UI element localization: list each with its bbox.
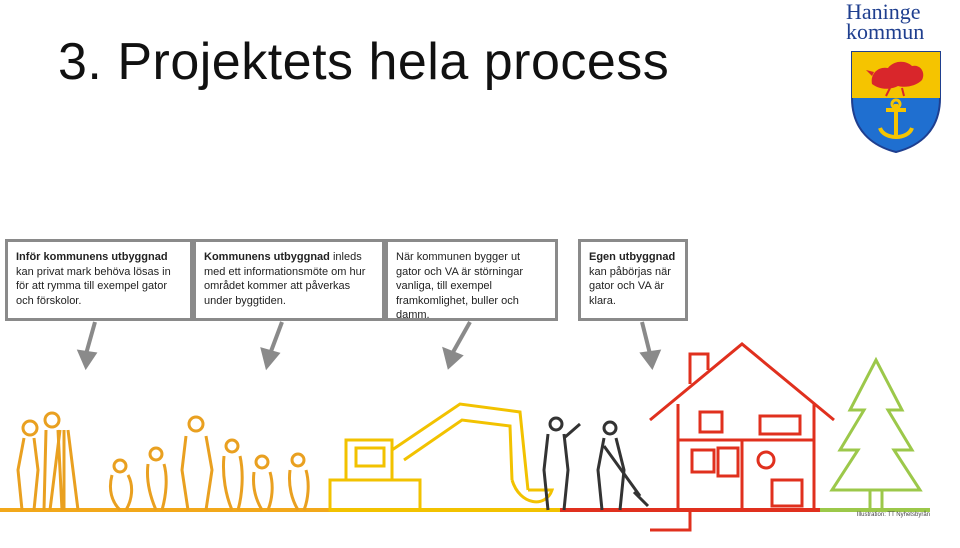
tree-trunk [868,490,884,510]
person-body-5 [180,435,214,511]
house-bed [758,414,802,436]
people-meeting [16,411,310,512]
house-window-upper [698,410,724,434]
person-body-7 [252,471,274,511]
person-head-2 [43,411,61,429]
info-box-3-text: När kommunen bygger ut gator och VA är s… [396,251,523,321]
pointer-1 [84,321,97,355]
info-box-4-heading: Egen utbyggnad [589,251,676,263]
worker-body-1 [542,422,581,511]
pointer-4-head [639,349,662,370]
pointer-1-head [76,349,98,371]
person-head-5 [187,415,205,433]
excavator-window [354,446,386,468]
person-body-8 [288,469,310,511]
person-head-7 [254,454,270,470]
pointer-4 [640,321,652,355]
person-head-8 [290,452,306,468]
person-body-1 [16,437,40,511]
info-box-4-text: kan påbörjas när gator och VA är klara. [589,265,671,307]
worker-head-2 [602,420,618,436]
excavator-bucket [510,479,555,504]
excavator-cab [344,438,394,482]
logo-text-line2: kommun [846,19,925,44]
info-box-2-text: inleds med ett informationsmöte om hur o… [204,251,366,307]
house-roof [649,342,835,422]
person-head-4 [148,446,164,462]
logo-text-line1: Haninge [846,0,921,24]
pointer-2-head [260,347,281,371]
person-head-3 [112,458,128,474]
person-head-6 [224,438,240,454]
house-walls [676,404,816,512]
illustration-credit: Illustration: TT Nyhetsbyrån [856,512,930,518]
house-pot [756,450,776,470]
coat-of-arms-icon [851,51,941,154]
haninge-logo: Haninge kommun [846,0,946,156]
info-box-1-text: kan privat mark behöva lösas in för att … [16,265,171,307]
person-body-3 [108,474,134,512]
person-body-6 [222,455,244,511]
excavator-tracks [328,478,422,512]
house-icon [649,342,835,532]
info-box-2: Kommunens utbyggnad inleds med ett infor… [193,239,385,321]
house-window-left [690,448,716,474]
house-chimney [688,352,710,384]
info-box-3: När kommunen bygger ut gator och VA är s… [385,239,558,321]
box-pointers [76,321,662,371]
worker-figures [542,416,650,511]
page-title: 3. Projektets hela process [58,33,670,91]
house-pipe [650,510,692,532]
house-door [716,446,740,478]
worker-body-2 [596,437,626,511]
house-stove [770,478,804,508]
excavator-arm [391,402,530,491]
pointer-3-head [442,346,464,370]
surveyor-tripod [48,429,80,511]
excavator-arm-inner [403,418,514,481]
info-box-1: Inför kommunens utbyggnad kan privat mar… [5,239,193,321]
shovel-icon [602,445,650,508]
pointer-2 [268,321,284,355]
person-head-1 [21,419,39,437]
info-box-1-heading: Inför kommunens utbyggnad [16,251,168,263]
tree-outline [829,356,923,492]
info-box-4: Egen utbyggnad kan påbörjas när gator oc… [578,239,688,321]
person-body-4 [146,463,168,511]
pointer-3 [450,321,472,355]
worker-head-1 [548,416,564,432]
tree-icon [829,356,923,510]
process-illustration [0,321,930,532]
excavator-icon [328,402,555,512]
info-box-2-heading: Kommunens utbyggnad [204,251,330,263]
